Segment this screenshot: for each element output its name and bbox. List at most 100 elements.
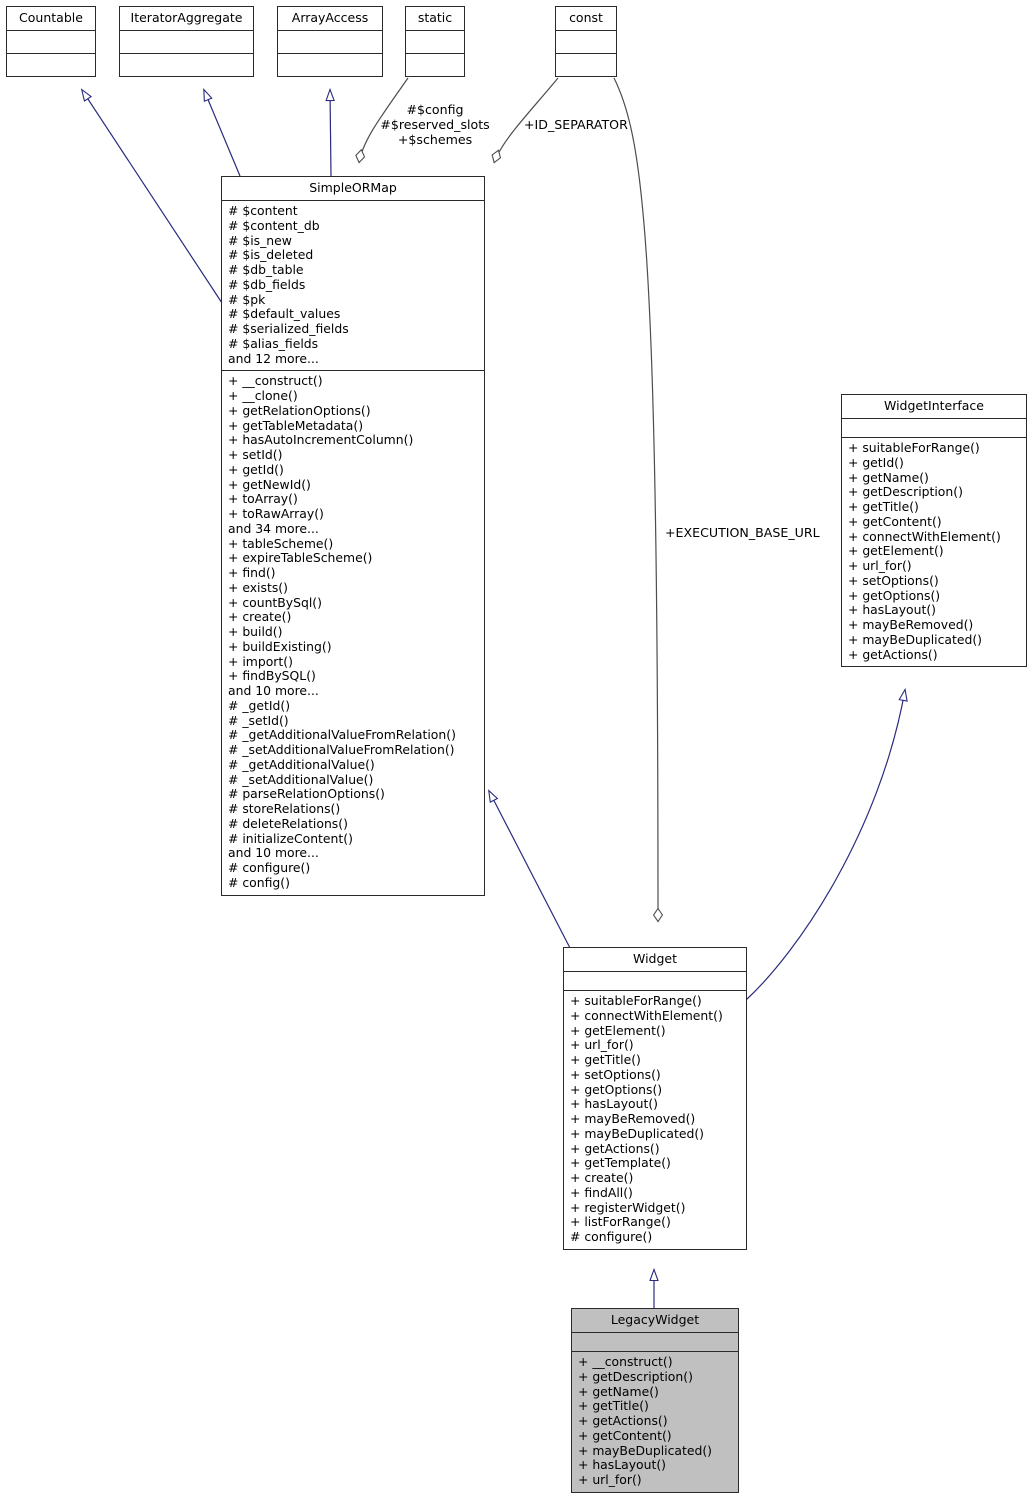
class-member-row: # $content_db (228, 217, 320, 233)
class-member-row: + __construct() (578, 1354, 673, 1369)
class-member-row: + countBySql() (228, 594, 322, 610)
class-member-row: + connectWithElement() (570, 1007, 723, 1023)
class-member-row: # configure() (228, 860, 311, 875)
class-member-row: # _getAdditionalValueFromRelation() (228, 727, 456, 743)
class-member-row: + getName() (848, 469, 929, 485)
class-member-row: + getId() (228, 461, 284, 477)
class-member-row: # $db_fields (228, 276, 306, 292)
class-box-legacywidget[interactable]: LegacyWidget + __construct()+ getDescrip… (571, 1308, 739, 1493)
class-member-row: + findBySQL() (228, 668, 316, 684)
class-member-row: # parseRelationOptions() (228, 786, 385, 802)
class-member-row: + getTitle() (570, 1052, 641, 1067)
class-member-row: # $db_table (228, 262, 304, 277)
class-member-row: + mayBeDuplicated() (848, 631, 983, 647)
class-box-widget[interactable]: Widget + suitableForRange()+ connectWith… (563, 947, 747, 1250)
class-attributes-countable (7, 30, 95, 53)
class-member-row: + __construct() (228, 373, 323, 389)
class-member-row: + getActions() (570, 1140, 660, 1156)
class-member-row: + expireTableScheme() (228, 550, 373, 566)
class-member-row: # storeRelations() (228, 801, 341, 816)
class-operations-widgetinterface: + suitableForRange()+ getId()+ getName()… (842, 437, 1026, 666)
class-box-const[interactable]: const (555, 6, 617, 77)
class-member-row: + getActions() (578, 1413, 668, 1428)
class-member-row: + hasLayout() (848, 602, 937, 618)
class-member-row: + suitableForRange() (848, 440, 980, 455)
class-member-row: + url_for() (578, 1472, 642, 1487)
class-title-simpleormap: SimpleORMap (309, 180, 397, 195)
class-member-row: + tableScheme() (228, 535, 334, 551)
class-member-row: + getElement() (570, 1022, 666, 1038)
class-member-row: + getName() (578, 1383, 659, 1399)
class-operations-iteratoraggregate (120, 53, 253, 76)
class-member-row: + getTableMetadata() (228, 417, 364, 433)
class-member-row: + create() (570, 1170, 634, 1185)
class-member-row: # _setAdditionalValue() (228, 771, 374, 787)
class-member-row: + listForRange() (570, 1214, 671, 1230)
class-member-row: + getActions() (848, 646, 938, 662)
class-member-row: + exists() (228, 579, 288, 595)
class-member-row: + getContent() (848, 513, 942, 529)
class-box-arrayaccess[interactable]: ArrayAccess (277, 6, 383, 77)
class-attributes-widget (564, 971, 746, 990)
class-member-row: + registerWidget() (570, 1199, 686, 1215)
class-member-row: # $is_deleted (228, 247, 314, 263)
class-member-row: # config() (228, 874, 290, 890)
class-member-row: and 34 more... (228, 520, 319, 536)
class-member-row: # $is_new (228, 232, 292, 248)
class-member-row: # _getAdditionalValue() (228, 756, 375, 772)
class-member-row: + create() (228, 609, 292, 625)
class-operations-arrayaccess (278, 53, 382, 76)
class-attributes-const (556, 30, 616, 53)
class-member-row: # _getId() (228, 697, 291, 713)
class-title-countable: Countable (19, 10, 83, 25)
class-member-row: + mayBeDuplicated() (570, 1125, 705, 1141)
edge-widget-to-simpleormap (488, 789, 571, 949)
class-attributes-arrayaccess (278, 30, 382, 53)
edge-simpleormap-to-arrayaccess (325, 87, 335, 177)
class-member-row: + __clone() (228, 388, 298, 403)
class-operations-const (556, 53, 616, 76)
class-title-static: static (417, 10, 453, 25)
class-member-row: # $content (228, 203, 298, 218)
class-operations-simpleormap: + __construct()+ __clone()+ getRelationO… (222, 370, 484, 894)
class-member-row: + mayBeRemoved() (848, 617, 974, 632)
class-attributes-iteratoraggregate (120, 30, 253, 53)
class-member-row: + url_for() (848, 558, 912, 573)
edge-label-execution-base-url: +EXECUTION_BASE_URL (665, 525, 820, 540)
edge-simpleormap-to-countable (80, 88, 223, 304)
class-member-row: + setId() (228, 447, 283, 462)
class-member-row: + getDescription() (578, 1368, 693, 1384)
class-box-simpleormap[interactable]: SimpleORMap # $content# $content_db# $is… (221, 176, 485, 896)
class-box-widgetinterface[interactable]: WidgetInterface + suitableForRange()+ ge… (841, 394, 1027, 668)
class-member-row: + getTemplate() (570, 1155, 671, 1171)
class-member-row: + getId() (848, 454, 904, 470)
class-member-row: + setOptions() (570, 1066, 661, 1082)
class-member-row: # _setId() (228, 712, 289, 728)
edge-label-id-separator: +ID_SEPARATOR (524, 117, 628, 132)
class-attributes-legacywidget (572, 1332, 738, 1351)
class-member-row: # configure() (570, 1229, 653, 1244)
class-box-countable[interactable]: Countable (6, 6, 96, 77)
class-member-row: # $default_values (228, 306, 341, 322)
class-member-row: # $serialized_fields (228, 321, 349, 336)
class-member-row: + getTitle() (848, 499, 919, 514)
class-member-row: + import() (228, 653, 293, 669)
class-member-row: + hasAutoIncrementColumn() (228, 432, 414, 448)
edge-widget-to-widgetinterface (745, 687, 908, 1001)
class-member-row: + connectWithElement() (848, 528, 1001, 544)
class-attributes-widgetinterface (842, 418, 1026, 437)
class-member-row: # deleteRelations() (228, 815, 348, 831)
class-member-row: and 12 more... (228, 350, 319, 366)
class-box-static[interactable]: static (405, 6, 465, 77)
class-member-row: + build() (228, 624, 283, 639)
class-member-row: + setOptions() (848, 572, 939, 588)
class-attributes-simpleormap: # $content# $content_db# $is_new# $is_de… (222, 200, 484, 370)
class-member-row: + hasLayout() (578, 1457, 667, 1473)
class-member-row: + suitableForRange() (570, 993, 702, 1008)
class-member-row: + getOptions() (570, 1081, 663, 1097)
class-operations-countable (7, 53, 95, 76)
class-box-iteratoraggregate[interactable]: IteratorAggregate (119, 6, 254, 77)
class-title-arrayaccess: ArrayAccess (291, 10, 369, 25)
